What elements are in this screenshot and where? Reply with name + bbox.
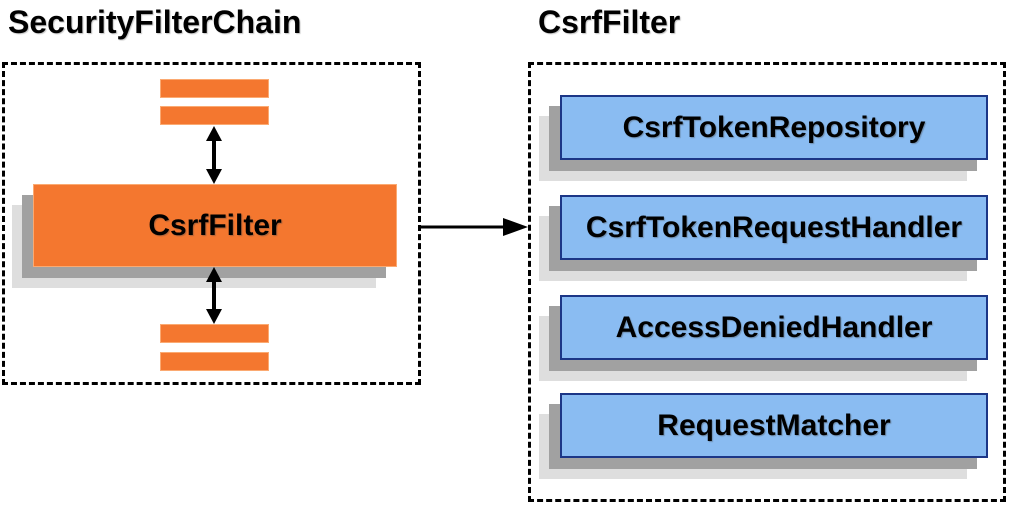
security-filter-chain-panel xyxy=(2,62,421,385)
component-box-csrf-token-request-handler: CsrfTokenRequestHandler xyxy=(560,195,988,260)
component-label: AccessDeniedHandler xyxy=(615,310,933,344)
filter-placeholder-bar xyxy=(160,106,269,125)
component-label: CsrfTokenRepository xyxy=(622,110,926,144)
csrf-filter-box-label: CsrfFilter xyxy=(148,208,282,242)
filter-placeholder-bar xyxy=(160,79,269,98)
csrf-filter-box: CsrfFilter xyxy=(33,184,397,267)
csrf-filter-panel xyxy=(528,62,1006,502)
filter-placeholder-bar xyxy=(160,352,269,371)
flow-arrow-icon xyxy=(421,218,528,236)
left-panel-title: SecurityFilterChain xyxy=(8,4,302,40)
component-box-access-denied-handler: AccessDeniedHandler xyxy=(560,295,988,360)
component-box-csrf-token-repository: CsrfTokenRepository xyxy=(560,95,988,160)
right-panel-title: CsrfFilter xyxy=(538,4,681,40)
component-label: CsrfTokenRequestHandler xyxy=(585,210,963,244)
component-box-request-matcher: RequestMatcher xyxy=(560,393,988,458)
component-label: RequestMatcher xyxy=(657,408,891,442)
filter-placeholder-bar xyxy=(160,324,269,343)
